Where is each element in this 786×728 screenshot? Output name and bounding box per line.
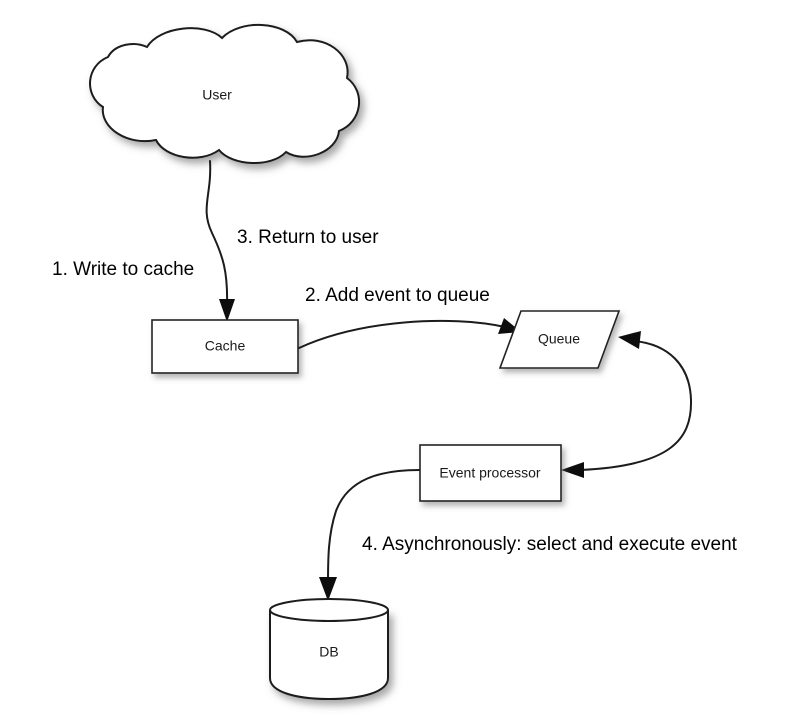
edge-proc-to-queue-arrowhead [618, 331, 641, 349]
node-cache[interactable]: Cache [151, 319, 299, 374]
edge-proc-to-db [319, 469, 420, 601]
node-queue-label: Queue [538, 331, 580, 347]
edge-cache-to-queue [298, 318, 521, 349]
node-db[interactable]: DB [269, 598, 389, 701]
edge-queue-to-proc-arrowhead [561, 462, 584, 478]
step-label-2: 2. Add event to queue [305, 285, 490, 306]
node-cache-label: Cache [205, 338, 246, 354]
edge-proc-to-db-line [327, 469, 420, 585]
db-shape-body [269, 610, 389, 701]
node-queue[interactable]: Queue [498, 310, 621, 369]
node-db-label: DB [319, 644, 338, 660]
step-label-1: 1. Write to cache [52, 259, 194, 280]
db-shape-top [269, 598, 389, 622]
edge-user-to-cache [205, 160, 235, 322]
event-processor-shape [419, 444, 562, 502]
edge-user-to-cache-arrowhead [219, 299, 235, 322]
edge-cache-to-queue-line [298, 319, 506, 349]
node-event-processor-label: Event processor [439, 465, 540, 481]
node-user[interactable]: User [89, 24, 361, 164]
cloud-shape [89, 24, 361, 164]
edge-user-to-cache-line [205, 160, 229, 307]
cache-shape [151, 319, 299, 374]
queue-shape [498, 310, 621, 369]
edge-proc-to-db-arrowhead [319, 577, 337, 601]
step-label-4: 4. Asynchronously: select and execute ev… [362, 534, 738, 555]
edge-queue-to-proc [561, 462, 584, 478]
step-label-3: 3. Return to user [237, 227, 379, 248]
node-event-processor[interactable]: Event processor [419, 444, 562, 502]
edge-proc-to-queue [579, 331, 693, 471]
edge-proc-to-queue-line [579, 340, 693, 471]
node-user-label: User [202, 87, 232, 103]
